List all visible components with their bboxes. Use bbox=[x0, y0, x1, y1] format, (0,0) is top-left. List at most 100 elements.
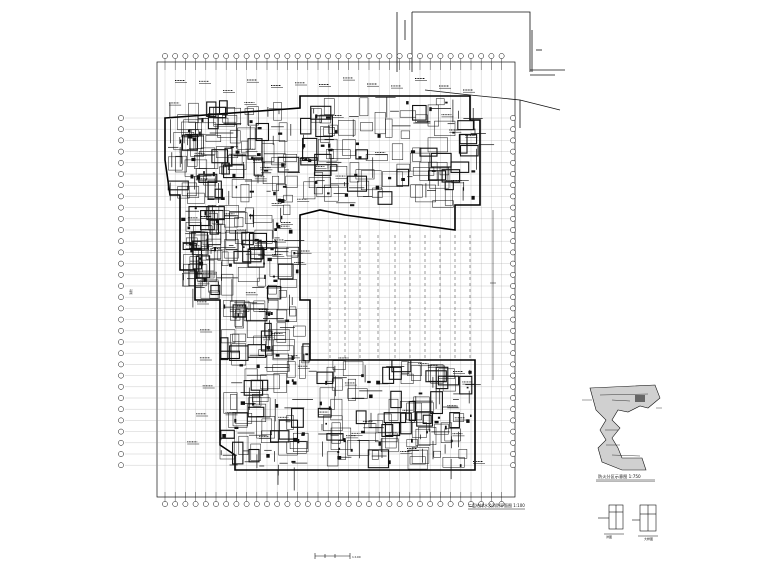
room-cell bbox=[412, 104, 427, 121]
fixture-mark bbox=[203, 277, 207, 282]
fixture-mark bbox=[191, 157, 196, 162]
grid-bubble bbox=[510, 316, 516, 323]
fixture-mark bbox=[450, 439, 453, 443]
fixture-mark bbox=[223, 304, 226, 309]
grid-bubble bbox=[510, 327, 516, 334]
room-cell bbox=[285, 175, 298, 188]
room-cell bbox=[342, 361, 364, 376]
fixture-mark bbox=[216, 218, 218, 224]
room-cell bbox=[211, 209, 224, 225]
room-cell bbox=[418, 427, 437, 445]
room-cell bbox=[430, 152, 452, 168]
room-cell bbox=[248, 232, 268, 251]
fixture-mark bbox=[470, 414, 472, 417]
room-cell bbox=[234, 217, 244, 228]
room-cell bbox=[267, 284, 277, 295]
grid-bubble bbox=[488, 53, 495, 59]
room-cell bbox=[411, 422, 427, 438]
grid-bubble bbox=[118, 215, 124, 222]
room-cell bbox=[390, 390, 402, 409]
room-cell bbox=[269, 258, 292, 277]
grid-bubble bbox=[243, 501, 250, 507]
grid-bubble bbox=[510, 451, 516, 457]
grid-bubble bbox=[345, 53, 352, 59]
detail-right-label: 大样图 bbox=[644, 536, 653, 541]
grid-bubble bbox=[510, 339, 516, 345]
room-cell bbox=[408, 400, 417, 422]
fixture-mark bbox=[276, 222, 279, 226]
fixture-mark bbox=[240, 401, 245, 405]
fixture-mark bbox=[234, 418, 237, 423]
grid-bubble bbox=[386, 501, 393, 507]
fixture-mark bbox=[406, 101, 409, 105]
fixture-mark bbox=[471, 195, 475, 200]
grid-bubble bbox=[396, 53, 403, 59]
fixture-mark bbox=[234, 426, 239, 429]
room-cell bbox=[211, 149, 229, 164]
fixture-mark bbox=[355, 142, 359, 146]
room-cell bbox=[430, 391, 443, 415]
detail-left-label: 详图 bbox=[606, 534, 612, 539]
fixture-mark bbox=[235, 185, 238, 189]
grid-bubble bbox=[118, 171, 124, 177]
grid-bubble bbox=[118, 327, 124, 334]
grid-bubble bbox=[457, 501, 464, 507]
room-cell bbox=[247, 406, 265, 418]
grid-bubble bbox=[510, 417, 516, 424]
room-cell bbox=[435, 366, 449, 390]
room-cell bbox=[355, 410, 367, 425]
grid-bubble bbox=[427, 53, 434, 59]
room-cell bbox=[323, 415, 343, 431]
grid-bubble bbox=[118, 148, 124, 155]
room-cell bbox=[213, 107, 236, 127]
room-cell bbox=[291, 407, 304, 428]
fixture-mark bbox=[272, 275, 275, 278]
grid-bubble bbox=[223, 53, 230, 59]
grid-bubble bbox=[304, 53, 311, 59]
fixture-mark bbox=[319, 401, 322, 406]
room-cell bbox=[252, 215, 273, 223]
room-cell bbox=[314, 164, 338, 172]
fixture-mark bbox=[237, 313, 240, 318]
fixture-mark bbox=[256, 364, 260, 369]
fixture-mark bbox=[257, 153, 261, 157]
grid-bubble bbox=[510, 260, 516, 267]
room-cell bbox=[224, 147, 233, 167]
fixture-mark bbox=[358, 156, 362, 160]
grid-bubble bbox=[118, 406, 124, 413]
room-cell bbox=[276, 322, 287, 343]
room-cell bbox=[329, 166, 348, 188]
grid-bubble bbox=[447, 53, 454, 59]
room-cell bbox=[279, 279, 298, 288]
room-cell bbox=[273, 373, 287, 393]
room-cell bbox=[266, 285, 282, 300]
fixture-mark bbox=[243, 246, 245, 248]
room-cell bbox=[272, 175, 279, 192]
room-cell bbox=[422, 414, 432, 425]
room-cell bbox=[209, 219, 220, 235]
room-cell bbox=[283, 194, 293, 203]
room-cell bbox=[349, 162, 360, 183]
room-cell bbox=[360, 122, 373, 132]
fixture-mark bbox=[315, 114, 318, 119]
room-cell bbox=[267, 299, 279, 310]
side-label: 消防 bbox=[128, 289, 133, 295]
fixture-mark bbox=[426, 430, 428, 434]
grid-bubble bbox=[118, 361, 124, 368]
grid-axis-right bbox=[510, 115, 516, 469]
detail-right: 大样图 bbox=[632, 504, 658, 541]
room-cell bbox=[192, 240, 202, 251]
fixture-mark bbox=[471, 170, 476, 173]
room-cell bbox=[261, 143, 275, 162]
grid-bubble bbox=[118, 395, 124, 401]
room-cell bbox=[189, 129, 202, 150]
room-cell bbox=[411, 447, 430, 464]
room-cell bbox=[290, 250, 299, 258]
fixture-mark bbox=[239, 364, 243, 367]
room-cell bbox=[206, 101, 217, 117]
room-cell bbox=[223, 392, 238, 414]
fixture-mark bbox=[278, 132, 283, 135]
grid-bubble bbox=[118, 238, 124, 245]
grid-bubble bbox=[355, 53, 362, 59]
room-cell bbox=[347, 378, 356, 401]
